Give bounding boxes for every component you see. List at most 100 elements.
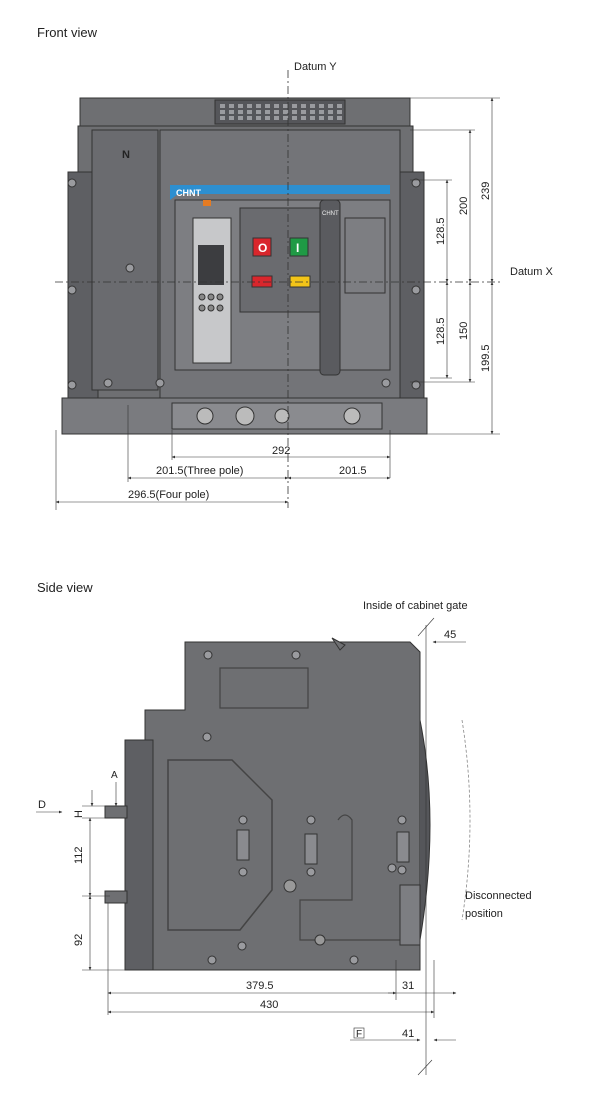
screw-icon [67,178,77,188]
terminal-pin [310,104,315,108]
terminal-pin [319,110,324,114]
screw-icon [306,815,316,825]
side-body [144,641,421,971]
dim-200: 200 [458,197,470,215]
ground-terminal [314,934,326,946]
marker-F-box [353,1027,365,1039]
intelligent-controller [192,217,232,364]
terminal-pin [229,110,234,114]
terminal-pin [319,104,324,108]
side-view-drawing [104,637,431,971]
screw-icon [103,378,113,388]
screw-icon [349,955,359,965]
marker-A: A [111,770,118,781]
front-horizontal-dimensions: 292 201.5(Three pole) 201.5 296.5(Four p… [55,405,391,510]
terminal-pin [310,110,315,114]
terminal-pin [256,104,261,108]
terminal-pin [337,104,342,108]
position-indicator [196,407,214,425]
screw-icon [397,815,407,825]
dim-379-5: 379.5 [246,980,274,992]
terminal-pin [220,104,225,108]
brand-logo: CHNT [176,188,201,198]
terminal-pin [265,110,270,114]
front-view-title: Front view [37,25,97,40]
indicator-led [203,200,211,206]
terminal-pin [337,116,342,120]
dim-41: 41 [402,1028,414,1040]
front-cover-profile [419,719,431,941]
racking-crank-hole[interactable] [235,406,255,426]
dim-31: 31 [402,980,414,992]
controller-display [198,245,224,285]
screw-icon [411,178,421,188]
dim-201-5-three-pole: 201.5(Three pole) [156,465,243,477]
terminal-pin [229,116,234,120]
screw-icon [291,650,301,660]
side-horizontal-dimensions: 379.5 31 430 F 41 [107,903,457,1042]
screw-icon [67,285,77,295]
datum-x-label: Datum X [510,266,553,278]
terminal-pin [292,104,297,108]
disconnected-label: Disconnected [465,890,532,902]
screw-icon [411,380,421,390]
terminal-pin [238,104,243,108]
dim-128-5-bottom: 128.5 [435,317,447,345]
side-screws [202,650,407,965]
dim-150: 150 [458,322,470,340]
screw-icon [306,867,316,877]
dim-296-5-four-pole: 296.5(Four pole) [128,489,209,501]
dim-128-5-top: 128.5 [435,217,447,245]
padlock-hole [343,407,361,425]
dim-201-5: 201.5 [339,465,367,477]
nameplate-window [344,217,386,294]
off-button[interactable] [252,237,272,257]
cabinet-gate-label: Inside of cabinet gate [363,600,468,612]
screw-icon [202,732,212,742]
terminal-pin [265,104,270,108]
datum-y-label: Datum Y [294,61,337,73]
dim-H: H [73,810,85,818]
terminal-pin [247,104,252,108]
charging-handle[interactable] [319,199,341,376]
dim-112: 112 [73,846,85,864]
front-vertical-dimensions: 239 200 128.5 128.5 150 199.5 [410,97,500,435]
terminal-pin [319,116,324,120]
side-view-title: Side view [37,580,93,595]
side-vertical-dimensions: 112 92 H A D [36,770,125,971]
front-screws [67,178,421,390]
terminal-pin [238,116,243,120]
terminal-pin [274,110,279,114]
terminal-pin [247,110,252,114]
screw-icon [381,378,391,388]
marker-D: D [38,799,46,811]
on-button[interactable] [289,237,309,257]
terminal-pin [256,116,261,120]
dim-199-5: 199.5 [480,344,492,372]
screw-icon [155,378,165,388]
state-indicator-yellow [289,275,311,288]
terminal-pin [301,104,306,108]
side-slot-2 [304,833,318,865]
lock-button[interactable] [274,408,290,424]
dim-92: 92 [73,934,85,946]
dim-45: 45 [444,629,456,641]
terminal-pin [220,110,225,114]
front-view-drawing: N CHNT O I CHNT [61,97,428,435]
dim-430: 430 [260,999,278,1011]
screw-icon [207,955,217,965]
disconnected-outline [461,719,471,921]
terminal-pin [328,104,333,108]
terminal-pin [238,110,243,114]
button-panel [239,207,321,313]
dim-239: 239 [480,182,492,200]
screw-icon [203,650,213,660]
neutral-compartment [91,129,159,391]
terminal-pin [283,116,288,120]
terminal-pin [229,104,234,108]
screw-icon [238,815,248,825]
screw-icon [238,867,248,877]
terminal-pin [283,110,288,114]
controller-buttons [198,293,224,312]
